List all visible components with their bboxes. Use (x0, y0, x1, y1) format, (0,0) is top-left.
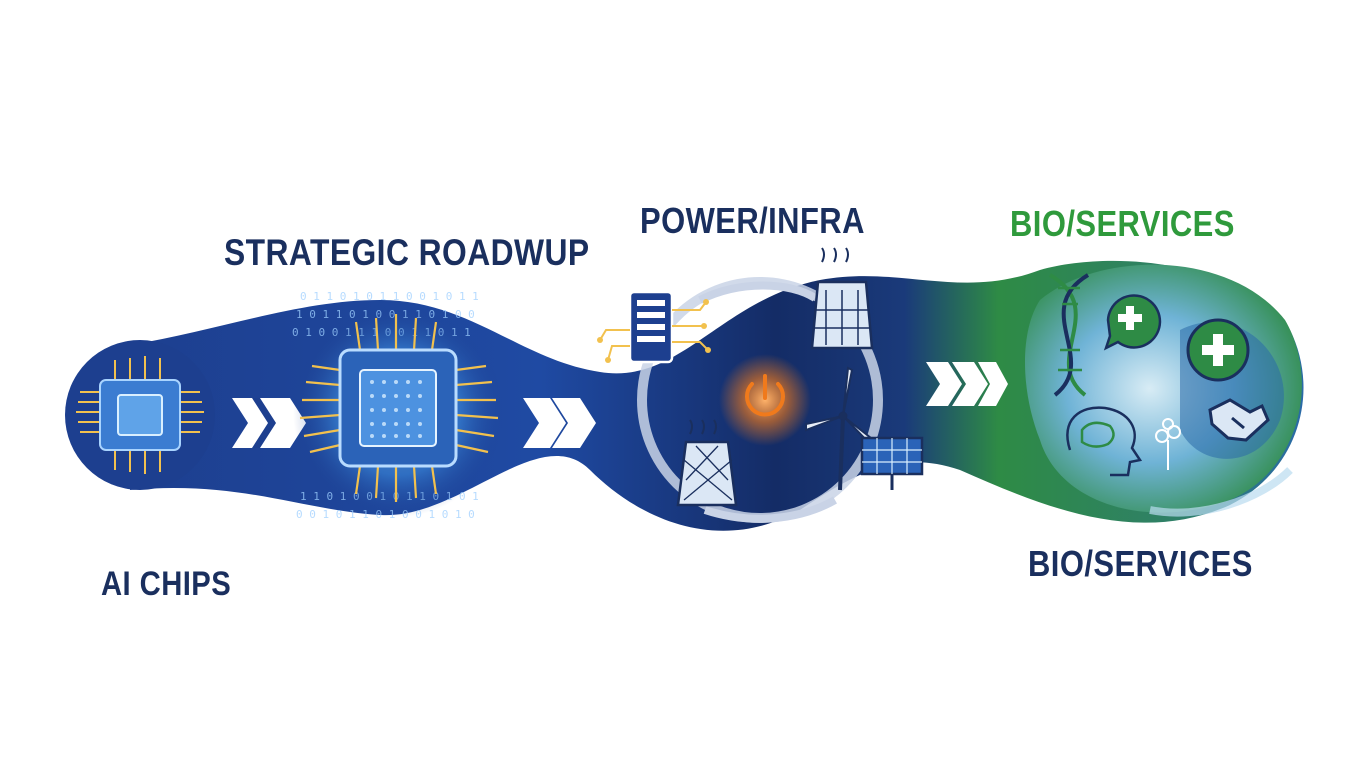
power-button-icon (745, 374, 785, 417)
cooling-tower-icon (676, 419, 738, 507)
server-rack-icon (597, 290, 711, 364)
medical-cross-icon (1103, 294, 1162, 351)
roadmap-title: STRATEGIC ROADWUP (224, 232, 590, 273)
cooling-tower-icon (810, 247, 874, 350)
chevron-arrows-icon (926, 362, 1008, 406)
medical-cross-icon (1186, 318, 1250, 382)
chevron-arrows-icon (523, 398, 596, 448)
power-infra-label: POWER/INFRA (640, 200, 865, 241)
ai-chip-small-icon (76, 356, 204, 474)
handshake-icon (1208, 398, 1270, 442)
ai-chips-label: AI CHIPS (101, 565, 232, 603)
brain-head-icon (1066, 406, 1143, 477)
svg-text:0 1 1 0 1 0 1 1 0 0 1 0 1 1: 0 1 1 0 1 0 1 1 0 0 1 0 1 1 (300, 290, 479, 303)
bio-services-label-top: BIO/SERVICES (1010, 203, 1235, 244)
ai-chip-large-icon (299, 314, 499, 502)
solar-panel-icon (860, 436, 924, 490)
tree-icon (1155, 418, 1181, 470)
bio-services-label-bottom: BIO/SERVICES (1028, 543, 1253, 584)
dna-icon (1048, 273, 1090, 397)
